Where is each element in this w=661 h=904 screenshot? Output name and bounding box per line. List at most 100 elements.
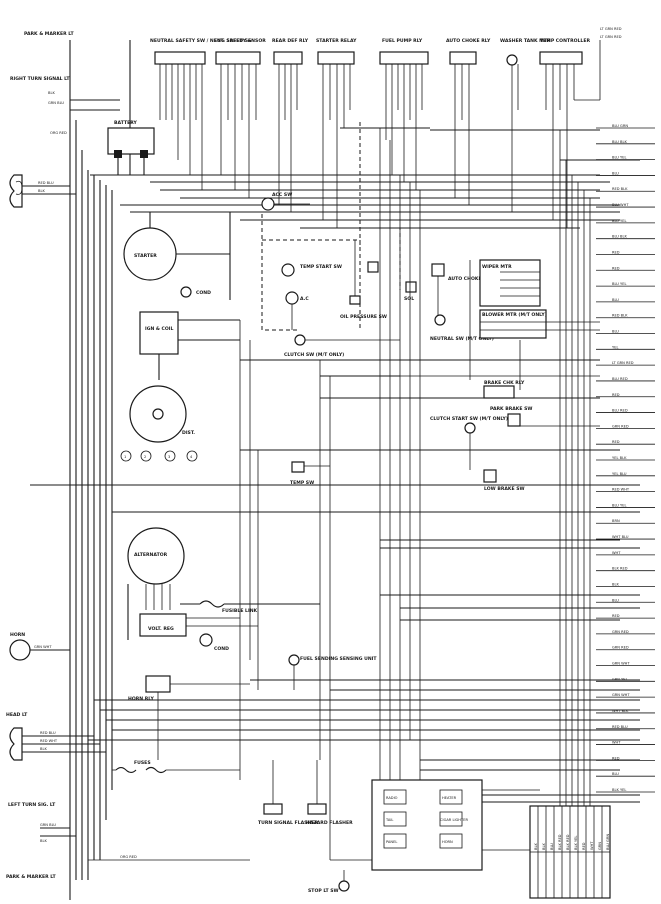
temp-sw: TEMP SW: [290, 461, 330, 486]
right-edge-label-33: RED: [612, 614, 620, 618]
right-edge-label-26: BLU YEL: [612, 503, 627, 507]
neutral-safety-label: NEUTRAL SAFETY SW / NEUT. SAFETY &: [150, 38, 252, 44]
right-edge-label-42: RED: [612, 756, 620, 760]
auto-choke-rly-label: AUTO CHOKE RLY: [446, 38, 491, 44]
wire-org-red-lf: ORG RED: [120, 855, 137, 859]
dist-terminal-3: 3: [168, 455, 170, 459]
right-edge-label-3: BLU BLK: [612, 140, 628, 144]
wire-lt-grn-red-top-2: LT GRN RED: [600, 35, 622, 39]
acc-sw: ACC SW: [261, 192, 310, 211]
flashers: TURN SIGNAL FLASHER HAZARD FLASHER: [258, 760, 353, 826]
right-edge-label-24: YEL BLU: [612, 472, 627, 476]
right-edge-label-31: BLK: [612, 582, 619, 586]
right-edge-label-11: RED: [612, 266, 620, 270]
temp-start-sw: TEMP START SW A.C: [281, 263, 342, 330]
wire-blk-lf: BLK: [40, 839, 47, 843]
wire-grn-blu-lf: GRN BLU: [40, 823, 56, 827]
fuel-pump-rly-label: FUEL PUMP RLY: [382, 38, 423, 44]
head-lt: HEAD LT RED BLU RED WHT BLK: [6, 712, 106, 761]
hazard-flasher-label: HAZARD FLASHER: [306, 820, 353, 826]
right-edge-stubs: [596, 127, 655, 793]
radio-label: RADIO: [386, 796, 398, 800]
starter-label: STARTER: [134, 253, 157, 259]
fuse-block-label-9: BLU GRN: [606, 834, 610, 850]
right-edge-label-10: RED: [612, 250, 620, 254]
auto-choke: AUTO CHOKE: [431, 263, 482, 320]
neutral-sw-label: NEUTRAL SW (M/T ONLY): [430, 336, 494, 342]
right-edge-label-2: BLU GRN: [612, 124, 628, 128]
wire-grn-wht-horn: GRN WHT: [34, 645, 52, 649]
park-marker-rf-label: PARK & MARKER LT: [24, 31, 74, 37]
horn: HORN GRN WHT: [9, 632, 70, 661]
right-edge-label-23: YEL BLK: [612, 456, 627, 460]
horn-rly: HORN RLY: [128, 675, 250, 760]
starter-relay-label: STARTER RELAY: [316, 38, 357, 44]
neutral-sw: NEUTRAL SW (M/T ONLY): [430, 314, 494, 342]
dist-terminal-2: 2: [144, 455, 146, 459]
right-edge-label-5: BLU: [612, 171, 619, 175]
wire-red-blu-hl: RED BLU: [40, 731, 56, 735]
eng-speed-sensor-label: ENG SPEED SENSOR: [214, 38, 266, 44]
dist-terminal-4: 4: [190, 455, 193, 459]
cond-1-label: COND: [196, 290, 211, 296]
right-edge-label-30: BLK RED: [612, 567, 628, 571]
right-edge-label-36: GRN WHT: [612, 662, 630, 666]
right-edge-label-8: BLU YEL: [612, 219, 627, 223]
panel-label: PANEL: [386, 840, 397, 844]
right-edge-label-16: YEL: [612, 345, 618, 349]
top-connectors: [154, 40, 601, 228]
wiper-blower-cluster: WIPER MTR BLOWER MTR (M/T ONLY): [469, 259, 600, 390]
oil-pressure-sw-label: OIL PRESSURE SW: [340, 314, 387, 320]
right-edge-label-9: BLU BLK: [612, 235, 628, 239]
right-edge-label-15: BLU: [612, 330, 619, 334]
wiper-mtr-label: WIPER MTR: [482, 264, 512, 270]
right-edge-label-32: BLU: [612, 598, 619, 602]
left-turn-sig-label: LEFT TURN SIG. LT: [8, 802, 56, 808]
fuel-sending: FUEL SENDING SENSING UNIT: [288, 654, 377, 690]
blower-mtr-label: BLOWER MTR (M/T ONLY): [482, 312, 547, 318]
right-edge-label-12: BLU YEL: [612, 282, 627, 286]
right-edge-label-28: WHT BLU: [612, 535, 629, 539]
starter: STARTER: [123, 212, 231, 300]
right-edge-label-25: RED WHT: [612, 488, 630, 492]
wire-red-wht-hl: RED WHT: [40, 739, 58, 743]
rear-def-rly-label: REAR DEF RLY: [272, 38, 309, 44]
turn-signal-flasher-label: TURN SIGNAL FLASHER: [258, 820, 318, 826]
volt-reg-label: VOLT. REG: [148, 626, 174, 632]
right-edge-label-18: BLU RED: [612, 377, 628, 381]
cigar-lighter-label: CIGAR LIGHTER: [440, 818, 468, 822]
fusible-link-label: FUSIBLE LINK: [222, 608, 258, 614]
wire-blk-hl: BLK: [40, 747, 47, 751]
right-edge-label-20: BLU RED: [612, 409, 628, 413]
clutch-sw: CLUTCH SW (M/T ONLY): [284, 334, 400, 358]
alternator-label: ALTERNATOR: [134, 552, 168, 558]
stop-lt-sw-label: STOP LT SW: [308, 888, 339, 894]
fuse-block-label-7: WHT: [590, 841, 594, 850]
horn-rly-label: HORN RLY: [128, 696, 154, 702]
park-brake-sw-label: PARK BRAKE SW: [490, 406, 532, 412]
fuse-panel: RADIO HEATER TAIL CIGAR LIGHTER PANEL HO…: [330, 730, 540, 871]
right-turn-signal-label: RIGHT TURN SIGNAL LT: [10, 76, 70, 82]
washer-tank-mtr-label: WASHER TANK MTR: [500, 38, 551, 44]
dist-label: DIST.: [182, 430, 195, 436]
fuse-block-label-0: BLK: [534, 843, 538, 850]
right-edge-label-13: BLU: [612, 298, 619, 302]
fuses: FUSES: [112, 760, 240, 774]
right-edge-label-7: BLU WHT: [612, 203, 629, 207]
right-edge-label-38: GRN WHT: [612, 693, 630, 697]
engine-harness-dashed: [261, 122, 401, 331]
right-edge-label-41: WHT: [612, 741, 621, 745]
right-edge-label-19: RED: [612, 393, 620, 397]
right-edge-label-35: GRN RED: [612, 646, 629, 650]
temp-sw-label: TEMP SW: [290, 480, 314, 486]
right-edge-label-14: RED BLK: [612, 314, 628, 318]
fuse-block: BLK BLK BLU BLK RED BLK RED BLK YEL RED …: [529, 805, 611, 899]
sol: SOL: [367, 261, 417, 302]
ign-coil-label: IGN & COIL: [145, 326, 174, 332]
stop-lt-sw: STOP LT SW: [308, 870, 350, 894]
right-edge-label-34: GRN RED: [612, 630, 629, 634]
horn-label: HORN: [10, 632, 25, 638]
lower-bus: [88, 679, 640, 803]
right-edge-label-40: RED BLU: [612, 725, 628, 729]
battery: BATTERY: [107, 120, 155, 175]
